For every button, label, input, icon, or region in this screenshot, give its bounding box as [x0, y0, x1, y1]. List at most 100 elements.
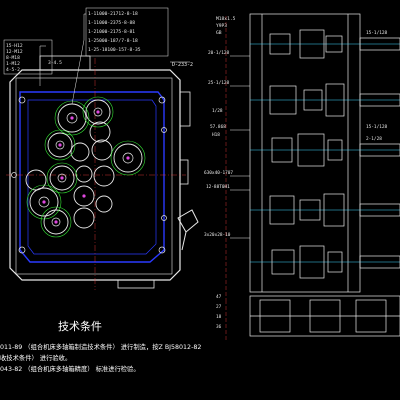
pitch-circle: [46, 162, 78, 194]
shaft-gear: [325, 35, 343, 53]
shaft-gear: [323, 193, 345, 227]
bottom-label-4: 36: [216, 324, 222, 330]
title-label-4: 1-25000-187/7-8-18: [88, 38, 138, 44]
left-label-6: 630x40-1707: [204, 170, 233, 176]
gear-hub: [51, 217, 61, 227]
bottom-foot: [117, 279, 155, 289]
axle-markers: [42, 110, 130, 224]
side-label-5: 4-5-2: [6, 67, 20, 73]
side-label-4: 1-M12: [6, 61, 20, 67]
shaft-gear: [327, 139, 343, 161]
gear: [47, 132, 73, 158]
shaft-gear: [271, 249, 295, 275]
shaft-extension: [359, 37, 400, 51]
gear: [85, 99, 111, 125]
leader-line: [71, 13, 86, 105]
left-label-1: 20-1/128: [208, 50, 230, 56]
pitch-circle: [44, 129, 76, 161]
axle-marker: [58, 143, 62, 147]
gear: [89, 121, 111, 143]
right-label-2: 15-1/128: [366, 124, 388, 130]
tech-line-2: 收技术条件） 进行验收。: [0, 353, 71, 362]
gear: [75, 165, 93, 183]
inner-boundary: [19, 91, 165, 263]
bottom-bearing: [355, 299, 387, 333]
bolt-hole: [158, 96, 166, 104]
callout-top: 3-4.5: [48, 60, 62, 66]
top-label-3: GB: [216, 30, 222, 36]
bottom-label-2: 27: [216, 304, 222, 310]
shaft-gear: [271, 137, 293, 163]
gear-hub: [55, 140, 65, 150]
gear: [113, 143, 143, 173]
section-outline: [249, 13, 361, 293]
title-label-5: 1-25-18100-157-8-35: [88, 47, 141, 53]
gear: [93, 165, 115, 187]
bolt-hole: [18, 96, 26, 104]
shaft-extension: [359, 143, 400, 157]
gear-hub: [38, 196, 50, 208]
housing-outline: [9, 69, 181, 281]
gear: [73, 185, 95, 207]
title-label-2: 1-11000-2375-8-88: [88, 20, 135, 26]
leader-lines: [39, 13, 190, 105]
tech-line-1: 011-89 （组合机床多轴箱制造技术条件） 进行制造，按Z BJ58012-8…: [0, 342, 201, 351]
shaft-extension: [359, 93, 400, 107]
right-view: [225, 13, 400, 340]
top-label-2: Y9P3: [216, 23, 227, 29]
shaft-gears: [269, 29, 345, 279]
axle-marker: [60, 176, 64, 180]
left-label-4: 57.868: [210, 124, 226, 130]
bottom-bearing: [259, 299, 291, 333]
shaft-gear: [303, 89, 323, 111]
left-view: 1-11000-21712-8-18 1-11000-2375-8-88 1-2…: [3, 7, 199, 290]
gear-hub: [57, 173, 67, 183]
shaft-extension: [359, 255, 400, 269]
title-label-1: 1-11000-21712-8-18: [88, 11, 138, 17]
pitch-circles: [26, 96, 146, 238]
shaft-gear: [269, 85, 297, 115]
left-label-5: H18: [212, 132, 220, 138]
side-label-1: 15-H12: [6, 43, 23, 49]
bolt-hole: [11, 172, 17, 178]
left-label-3: 1/28: [212, 108, 223, 114]
shaft-extension: [359, 203, 400, 217]
gear-hub: [93, 107, 103, 117]
shaft-gear: [299, 29, 325, 59]
shaft-gear: [299, 199, 321, 221]
axle-marker: [42, 200, 46, 204]
bolt-holes: [11, 96, 167, 254]
pitch-circle: [110, 140, 146, 176]
gear: [91, 139, 113, 161]
inner-boundary-2: [27, 99, 157, 255]
bolt-hole: [158, 246, 166, 254]
pitch-circle: [26, 184, 62, 220]
label-block-left: [3, 39, 53, 75]
label-block-top: [85, 7, 169, 57]
bottom-label-3: 18: [216, 314, 222, 320]
pitch-circle: [82, 96, 114, 128]
gear: [29, 187, 59, 217]
shaft-gear: [325, 83, 345, 117]
shaft-gear: [269, 195, 295, 225]
section-label: D-233-2: [172, 62, 193, 68]
gear-hub: [122, 152, 134, 164]
bolt-hole: [161, 127, 167, 133]
axle-marker: [126, 156, 130, 160]
technical-requirements: 技术条件 011-89 （组合机床多轴箱制造技术条件） 进行制造，按Z BJ58…: [0, 319, 201, 373]
bolt-hole: [161, 215, 167, 221]
pitch-circle: [54, 100, 90, 136]
shaft-gear: [299, 245, 325, 279]
title-label-3: 1-21000-2175-8-81: [88, 29, 135, 35]
left-label-7: 12-88T0H1: [206, 184, 230, 190]
top-label-1: M18x1.5: [216, 16, 236, 22]
gear: [73, 207, 95, 229]
gear: [95, 195, 113, 213]
left-label-8: 3x20x28-10: [204, 232, 231, 238]
side-label-2: 12-M12: [6, 49, 23, 55]
bottom-bearing: [309, 299, 341, 333]
shaft-gear: [327, 251, 343, 273]
shaft-extensions: [359, 37, 400, 269]
tech-title: 技术条件: [58, 319, 102, 333]
